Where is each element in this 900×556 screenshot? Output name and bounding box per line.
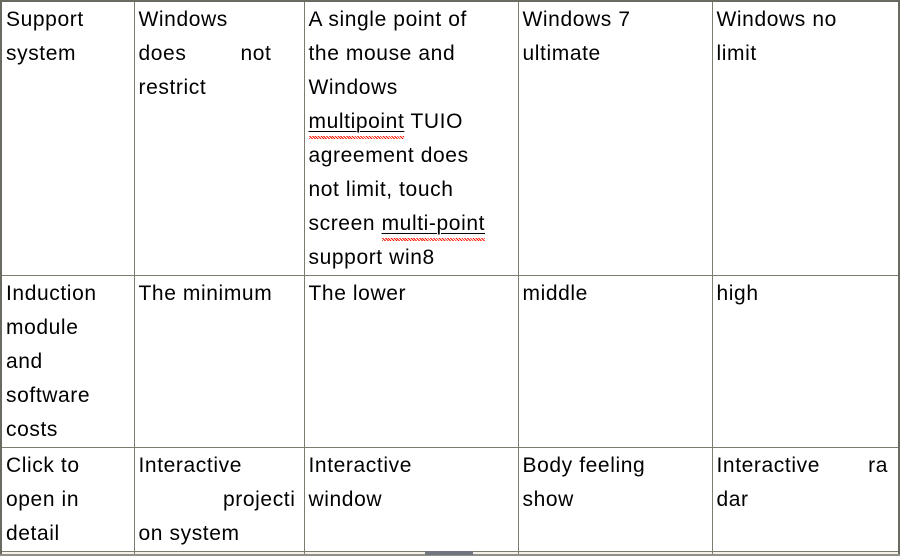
cell-text-line: Windows 7: [522, 8, 631, 31]
underlined-misspelled-term: multipoint: [308, 110, 405, 133]
cell-text-line: Induction: [6, 282, 97, 305]
link-interactive-projection-system[interactable]: Interactive projecti on system: [133, 447, 305, 552]
cell-click-to-open-label: Click to open in detail: [0, 447, 135, 552]
table-row-support-system: Support system Windows does not restrict…: [0, 0, 900, 276]
cell-cost-the-minimum: The minimum: [133, 275, 305, 448]
cell-induction-module-costs-label: Induction module and software costs: [0, 275, 135, 448]
cell-text-line: and: [6, 350, 43, 373]
cell-text-line: Windows: [138, 8, 228, 31]
cell-text-line: on system: [138, 522, 240, 545]
cell-text-line: Click to: [6, 454, 80, 477]
cell-text-line: multipoint TUIO: [309, 105, 514, 139]
cell-text-line: system: [6, 42, 77, 65]
cell-text-word: screen: [308, 212, 382, 235]
link-interactive-radar[interactable]: Interactive ra dar: [711, 447, 900, 552]
cell-text-line: Interactive: [308, 454, 412, 477]
horizontal-scrollbar-thumb[interactable]: [425, 551, 473, 555]
cell-text-line: window: [308, 488, 383, 511]
table-row-induction-module-costs: Induction module and software costs The …: [0, 275, 900, 448]
partial-cell: [711, 551, 900, 556]
cell-text-line: The lower: [308, 282, 407, 305]
cell-text-line: Interactive ra: [717, 449, 895, 483]
cell-text-line: limit: [716, 42, 757, 65]
cell-text-line: restrict: [138, 76, 207, 99]
cell-cost-high: high: [711, 275, 900, 448]
cell-single-point-mouse-description: A single point of the mouse and Windows …: [303, 0, 519, 276]
cell-text-line: not limit, touch: [308, 178, 454, 201]
cell-text-line: screen multi-point: [309, 207, 514, 241]
cell-text-line: middle: [522, 282, 588, 305]
link-body-feeling-show[interactable]: Body feeling show: [517, 447, 713, 552]
cell-text-line: does not: [139, 37, 300, 71]
cell-text-line: support win8: [308, 246, 435, 269]
cell-text-line: projecti: [223, 488, 296, 511]
cell-text-line: Body feeling: [522, 454, 646, 477]
cell-text-line: dar: [716, 488, 749, 511]
cell-text-line: module: [6, 316, 79, 339]
cell-text-word: Interactive: [716, 454, 820, 477]
link-interactive-window[interactable]: Interactive window: [303, 447, 519, 552]
cell-windows7-ultimate: Windows 7 ultimate: [517, 0, 713, 276]
cell-text-line: Windows no: [716, 8, 837, 31]
cell-cost-middle: middle: [517, 275, 713, 448]
cell-text-line: costs: [6, 418, 59, 441]
cell-windows-no-limit: Windows no limit: [711, 0, 900, 276]
cell-text-line: agreement does: [308, 144, 469, 167]
cell-text-line: The minimum: [138, 282, 273, 305]
cell-support-system-label: Support system: [0, 0, 135, 276]
cell-cost-the-lower: The lower: [303, 275, 519, 448]
page-bottom-divider: [0, 554, 900, 556]
cell-text-line: Windows: [308, 76, 398, 99]
cell-text-line: Support: [6, 8, 84, 31]
cell-text-line: show: [522, 488, 574, 511]
cell-text-line: open in: [6, 488, 80, 511]
table-row-partial-next: [0, 551, 900, 556]
cell-text-line: high: [716, 282, 759, 305]
table-row-click-to-open: Click to open in detail Interactive proj…: [0, 447, 900, 552]
cell-text-word: not: [240, 42, 272, 65]
cell-text-word: ra: [868, 454, 888, 477]
cell-text-word: does: [138, 42, 187, 65]
cell-text-line: the mouse and: [308, 42, 456, 65]
underlined-misspelled-term: multi-point: [381, 212, 486, 235]
cell-text-line: software: [6, 384, 91, 407]
cell-text-line: ultimate: [522, 42, 601, 65]
cell-text-line: Interactive: [138, 454, 242, 477]
cell-text-word: TUIO: [404, 110, 464, 133]
cell-text-line: detail: [6, 522, 60, 545]
cell-windows-does-not-restrict: Windows does not restrict: [133, 0, 305, 276]
cell-text-line: A single point of: [308, 8, 467, 31]
